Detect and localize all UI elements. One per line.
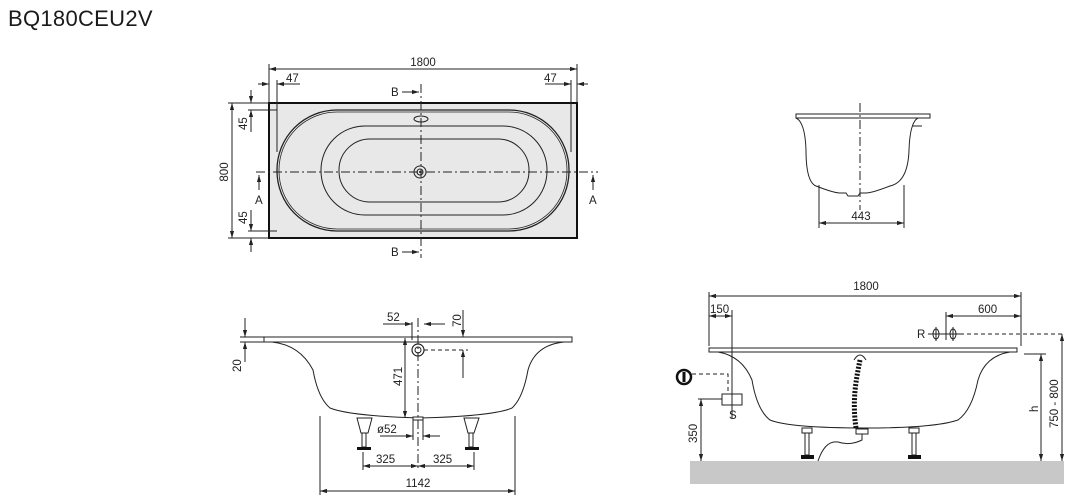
section-a-bottom-width-dim: 443 bbox=[851, 211, 870, 223]
left-leg bbox=[356, 417, 373, 450]
rim-thickness-dim: 20 bbox=[232, 359, 244, 372]
height-range-dim: 750 - 800 bbox=[1049, 379, 1061, 428]
top-view: 1800 47 47 800 45 45 A A B B bbox=[219, 57, 598, 259]
top-rim-top-dim: 45 bbox=[238, 117, 250, 130]
supply-height-dim: 350 bbox=[688, 424, 700, 443]
section-a-left: A bbox=[255, 195, 263, 207]
product-code: BQ180CEU2V bbox=[8, 6, 153, 31]
tap-label: R bbox=[917, 329, 925, 341]
right-leg bbox=[463, 417, 480, 450]
floor bbox=[690, 461, 1064, 484]
top-width-dim: 800 bbox=[219, 162, 231, 181]
supply-label: S bbox=[729, 410, 737, 422]
tap-offset-dim: 600 bbox=[978, 304, 997, 316]
section-b-view: 52 70 20 471 ø52 325 325 1142 bbox=[232, 310, 573, 495]
overflow-height-dim: 70 bbox=[452, 314, 464, 327]
bottom-length-dim: 1142 bbox=[406, 478, 431, 490]
drain-diameter-dim: ø52 bbox=[377, 424, 397, 436]
depth-dim: 471 bbox=[393, 367, 405, 386]
installation-view: 1800 150 600 R S 350 h 750 - 800 bbox=[675, 281, 1065, 484]
overflow-offset-dim: 52 bbox=[387, 312, 400, 324]
top-rim-right-dim: 47 bbox=[544, 73, 557, 85]
leg-left-dim: 325 bbox=[376, 454, 395, 466]
height-label: h bbox=[1029, 406, 1041, 412]
top-length-dim: 1800 bbox=[410, 57, 436, 69]
mixer-symbol-icon bbox=[675, 368, 693, 386]
top-rim-bottom-dim: 45 bbox=[238, 211, 250, 224]
top-rim-left-dim: 47 bbox=[286, 73, 299, 85]
leg-right-dim: 325 bbox=[433, 454, 452, 466]
section-b-bottom: B bbox=[391, 247, 399, 259]
install-length-dim: 1800 bbox=[853, 281, 879, 293]
section-a-view: 443 bbox=[795, 103, 931, 228]
section-a-right: A bbox=[589, 195, 597, 207]
supply-offset-dim: 150 bbox=[710, 304, 729, 316]
section-b-top: B bbox=[391, 87, 399, 99]
